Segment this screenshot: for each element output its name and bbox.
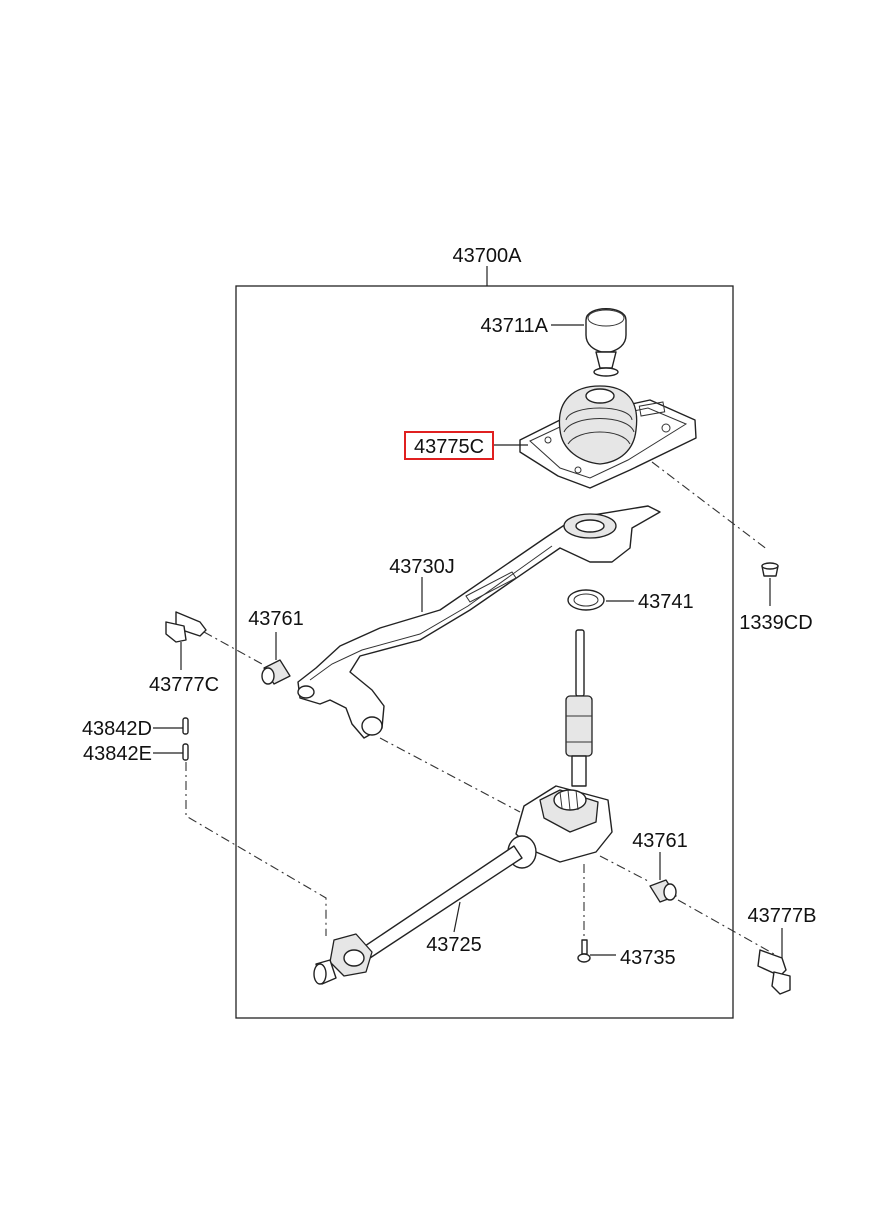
pin-left-part[interactable] [165,611,207,643]
highlight-box [404,431,494,460]
shift-rod-part[interactable] [565,629,593,787]
bushing-right-part[interactable] [649,879,677,903]
label-pin-left: 43777C [149,674,219,696]
shift-knob-part[interactable] [585,308,627,377]
boot-housing-part[interactable] [519,385,697,489]
clip-part[interactable] [761,562,779,577]
pin-right-part[interactable] [757,949,791,995]
pin-d-part[interactable] [182,717,189,735]
label-bushing-left: 43761 [248,608,304,630]
label-bushing-right: 43761 [632,830,688,852]
label-knob: 43711A [481,315,549,337]
label-shaft: 43725 [426,934,482,956]
washer-part[interactable] [567,589,605,611]
pin-e-part[interactable] [182,743,189,761]
label-washer: 43741 [638,591,694,613]
shift-lever-part[interactable] [297,505,661,739]
shifter-base-part[interactable] [507,785,613,869]
label-pin-d: 43842D [82,718,152,740]
label-pin-right: 43777B [748,905,817,927]
bushing-left-part[interactable] [261,659,291,685]
label-pin-e: 43842E [83,743,152,765]
assembly-frame [235,285,734,1019]
label-bolt: 43735 [620,947,676,969]
label-clip: 1339CD [739,612,812,634]
bolt-part[interactable] [577,939,591,963]
shaft-part[interactable] [313,845,523,985]
label-boot-housing: 43775C [414,436,484,458]
label-lever: 43730J [389,556,455,578]
assembly-label: 43700A [453,245,523,267]
